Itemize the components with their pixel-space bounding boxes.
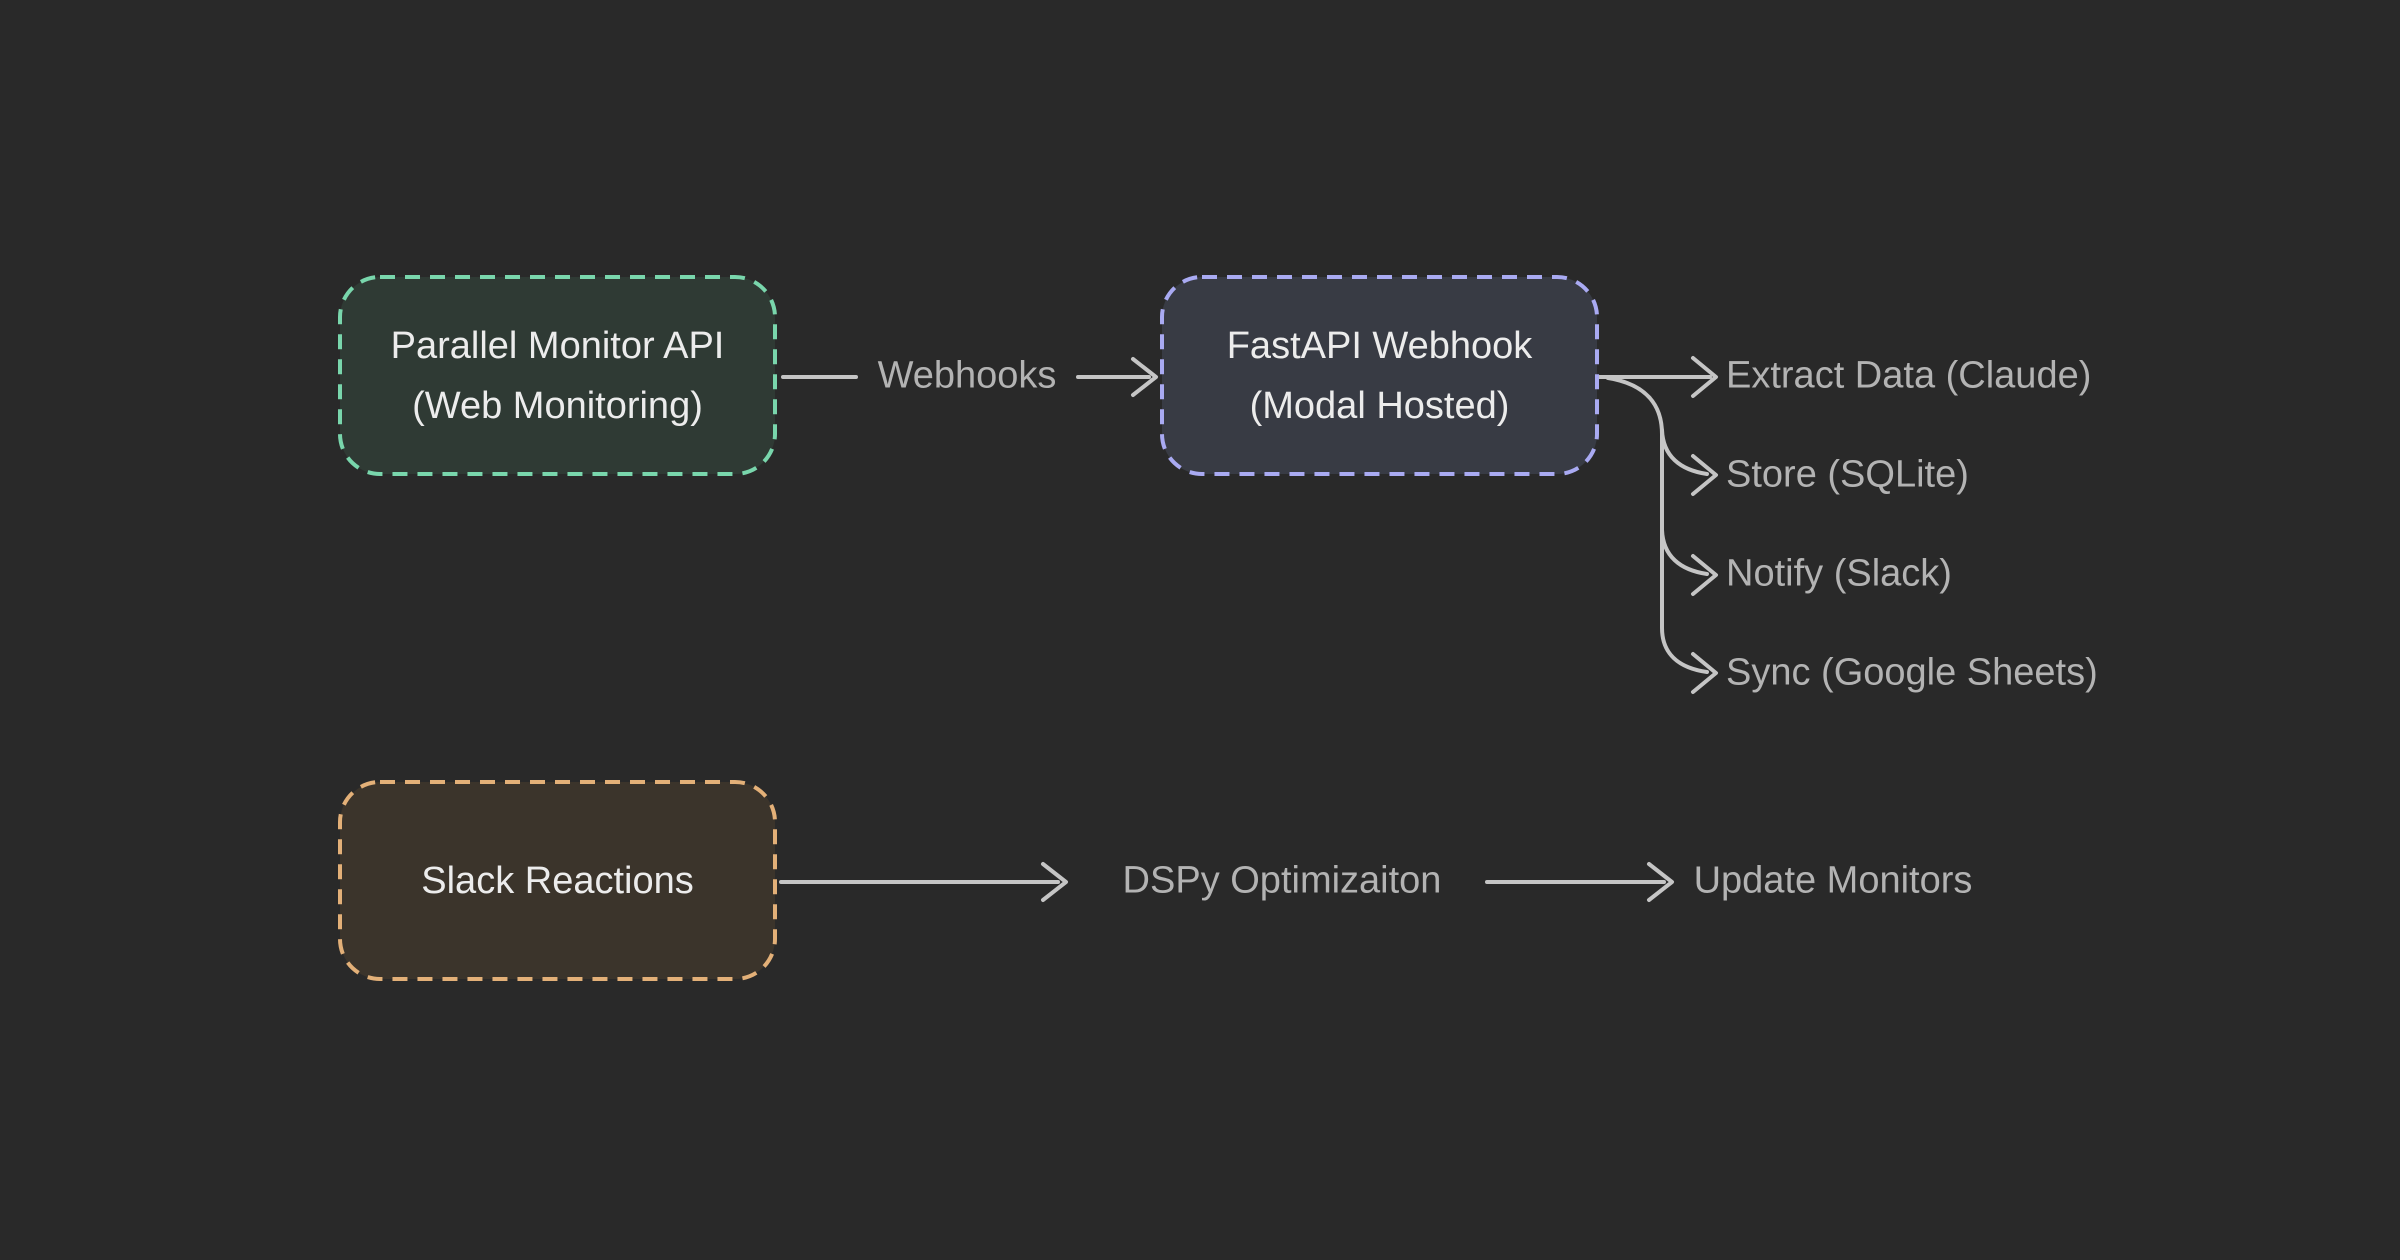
- node-box-slack-reactions: [338, 780, 777, 981]
- node-label-line: Parallel Monitor API: [390, 324, 725, 367]
- arrowhead-icon: [1691, 554, 1718, 596]
- connector-line: [1606, 376, 1709, 674]
- edge-fastapi-to-extract-data: [1595, 356, 1718, 398]
- connector-lines: [779, 356, 1718, 902]
- arrowhead-icon: [1647, 862, 1674, 902]
- edge-label-webhooks: Webhooks: [877, 354, 1057, 397]
- arrowhead-icon: [1041, 862, 1068, 902]
- edge-fastapi-to-store: [1660, 428, 1718, 496]
- edge-label-update-monitors: Update Monitors: [1693, 859, 1973, 902]
- edge-fastapi-to-notify: [1660, 528, 1718, 596]
- node-label-line: FastAPI Webhook: [1226, 324, 1533, 367]
- connector-line: [1660, 528, 1709, 576]
- edge-parallel-to-fastapi: [781, 357, 1158, 397]
- arrowhead-icon: [1131, 357, 1158, 397]
- branch-label-store: Store (SQLite): [1726, 453, 1969, 496]
- branch-label-extract-data: Extract Data (Claude): [1726, 354, 2092, 397]
- node-parallel-monitor-api: Parallel Monitor API (Web Monitoring): [340, 277, 775, 474]
- edge-label-dspy-optimization: DSPy Optimizaiton: [1122, 859, 1442, 902]
- connector-line: [1660, 428, 1709, 476]
- edge-dspy-to-update: [1485, 862, 1674, 902]
- node-slack-reactions: Slack Reactions: [340, 782, 775, 979]
- arrowhead-icon: [1691, 652, 1718, 694]
- node-label-line: (Web Monitoring): [412, 384, 703, 427]
- node-box-parallel-monitor-api: [338, 275, 777, 476]
- node-box-fastapi-webhook: [1160, 275, 1599, 476]
- node-label-line: (Modal Hosted): [1249, 384, 1510, 427]
- branch-label-sync: Sync (Google Sheets): [1726, 651, 2098, 694]
- branch-label-notify: Notify (Slack): [1726, 552, 1952, 595]
- node-label-line: Slack Reactions: [421, 859, 694, 902]
- arrowhead-icon: [1691, 454, 1718, 496]
- node-fastapi-webhook: FastAPI Webhook (Modal Hosted): [1162, 277, 1597, 474]
- arrowhead-icon: [1691, 356, 1718, 398]
- edge-slack-to-dspy: [779, 862, 1068, 902]
